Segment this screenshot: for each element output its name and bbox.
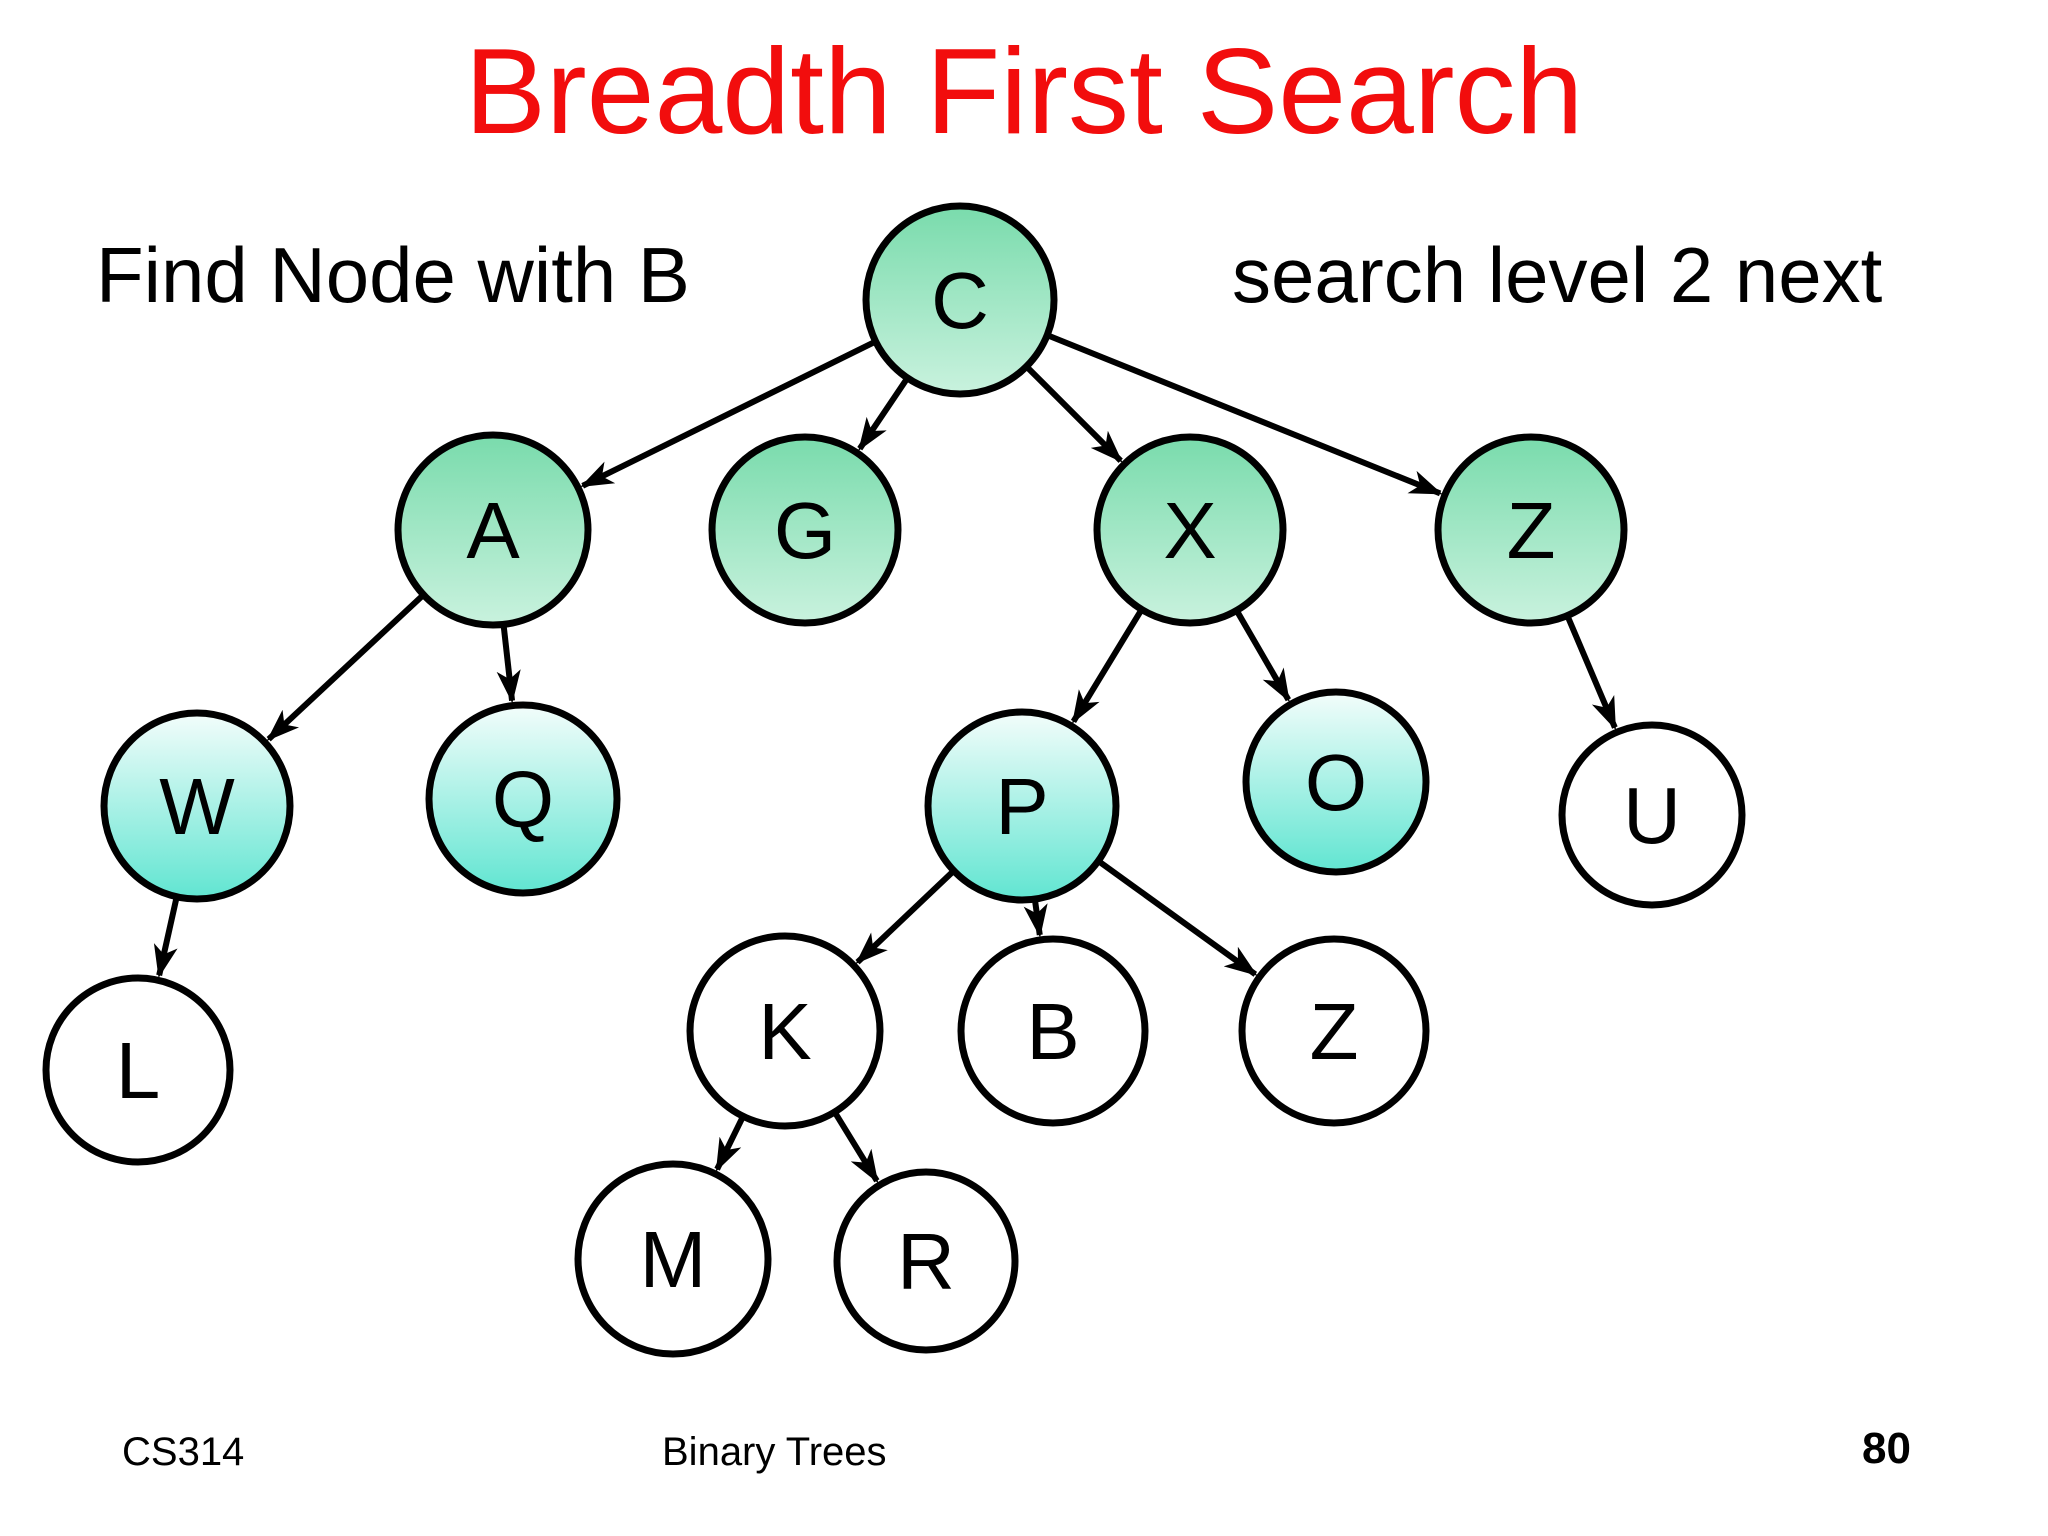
node-label-m: M [640,1215,707,1304]
edge-w-l [153,899,179,979]
node-label-q: Q [492,755,554,844]
node-label-w: W [159,762,235,851]
edge-z-u [1565,617,1618,731]
node-circle-w [100,709,294,903]
tree-node-k: K [686,932,884,1130]
page-number: 80 [1862,1424,1911,1473]
node-label-z2: Z [1310,987,1359,1076]
note-search-level: search level 2 next [1232,231,1883,319]
edge-x-p [1070,610,1143,724]
edge-c-z [1048,333,1443,497]
footer-course: CS314 [122,1430,245,1474]
tree-node-r: R [833,1168,1019,1354]
node-label-z: Z [1507,486,1556,575]
node-label-c: C [931,256,989,345]
node-circle-z [1434,433,1628,627]
node-circle-k [686,932,884,1130]
tree-node-x: X [1093,433,1287,627]
tree-node-p: P [924,708,1120,904]
node-label-g: G [774,486,836,575]
node-label-u: U [1623,771,1681,860]
edge-p-k [855,870,954,965]
edge-c-a [580,340,875,489]
node-circle-c [862,202,1058,398]
tree-node-z: Z [1434,433,1628,627]
node-label-x: X [1163,486,1216,575]
note-find-node: Find Node with B [96,231,690,319]
node-circle-o [1242,688,1430,876]
tree-node-q: Q [425,701,621,897]
node-label-r: R [897,1217,955,1306]
tree-node-o: O [1242,688,1430,876]
tree-node-z2: Z [1238,935,1430,1127]
tree-node-b: B [957,935,1149,1127]
node-label-k: K [758,987,811,1076]
edge-k-r [833,1112,880,1184]
node-circle-x [1093,433,1287,627]
node-circle-p [924,708,1120,904]
edge-k-m [714,1117,745,1172]
edge-c-x [1026,366,1123,463]
node-circle-z2 [1238,935,1430,1127]
page-title: Breadth First Search [464,23,1584,159]
tree-node-g: G [708,433,902,627]
tree-node-w: W [100,709,294,903]
node-label-l: L [116,1026,161,1115]
nodes-layer: C A G X Z W Q P O U L K B Z M R [42,202,1746,1358]
edge-c-g [857,378,909,452]
node-label-o: O [1305,738,1367,827]
node-circle-u [1558,721,1746,909]
edge-p-z2 [1098,860,1258,977]
edge-p-b [1023,901,1048,938]
node-circle-l [42,974,234,1166]
node-circle-r [833,1168,1019,1354]
node-label-p: P [995,762,1048,851]
node-circle-q [425,701,621,897]
tree-node-c: C [862,202,1058,398]
tree-node-m: M [574,1160,772,1358]
edges-layer [153,333,1618,1184]
node-label-a: A [466,486,520,575]
node-circle-a [394,431,592,629]
edge-a-q [496,627,521,704]
node-circle-b [957,935,1149,1127]
tree-node-a: A [394,431,592,629]
edge-a-w [266,594,424,742]
node-circle-m [574,1160,772,1358]
tree-node-u: U [1558,721,1746,909]
node-label-b: B [1026,987,1079,1076]
tree-node-l: L [42,974,234,1166]
footer-subject: Binary Trees [662,1430,887,1474]
node-circle-g [708,433,902,627]
edge-x-o [1235,611,1291,703]
